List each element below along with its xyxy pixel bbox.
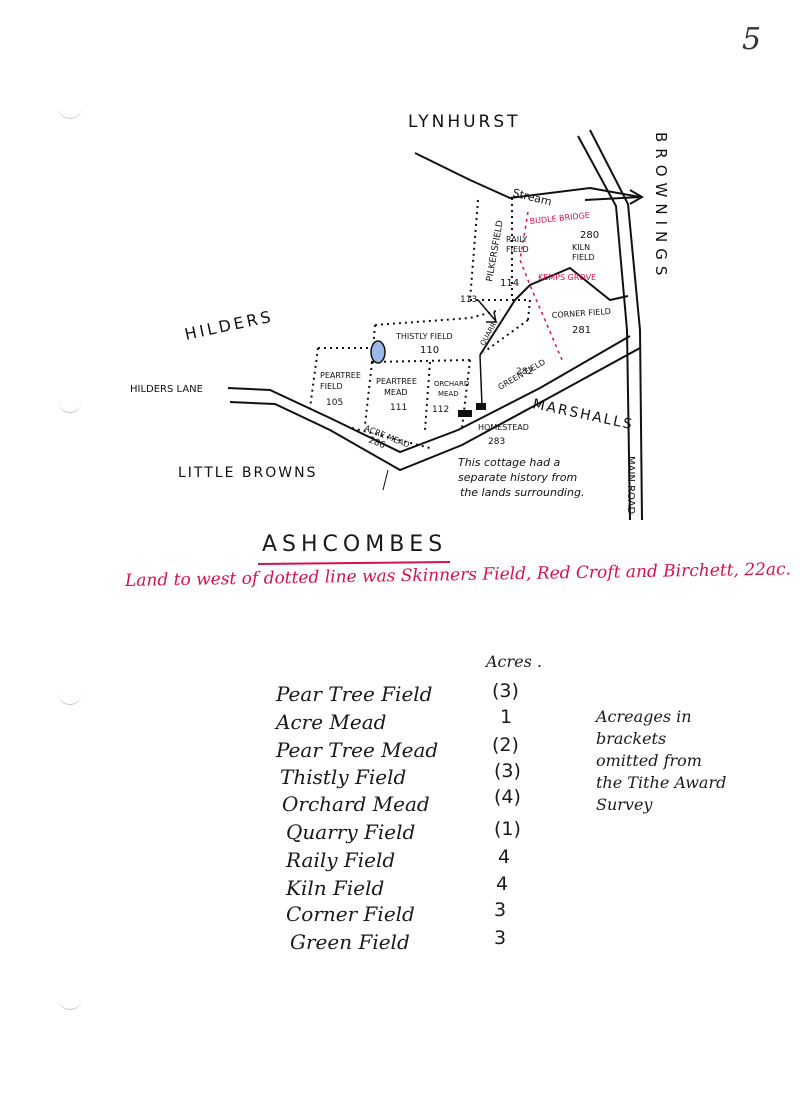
acreage-row-name: Thistly Field bbox=[280, 765, 407, 789]
punch-hole-lower bbox=[58, 690, 82, 705]
estate-boundary-solid bbox=[479, 266, 629, 356]
label-brownings: BROWNINGS bbox=[652, 132, 670, 281]
stream-line bbox=[414, 152, 641, 200]
arrow-to-brownings bbox=[584, 189, 644, 205]
punch-hole-bottom bbox=[58, 995, 82, 1010]
red-dotted-line bbox=[519, 211, 563, 361]
field-corner-plot: 281 bbox=[572, 325, 591, 336]
acreage-row-value: (4) bbox=[494, 786, 521, 808]
field-thistly-name: THISTLY FIELD bbox=[395, 332, 453, 341]
field-pilkersfield-name: PILKERSFIELD bbox=[485, 220, 506, 283]
field-orchard-mead-name-2: MEAD bbox=[438, 390, 459, 398]
acreage-row-value: 3 bbox=[494, 927, 507, 949]
label-little-browns: LITTLE BROWNS bbox=[178, 465, 317, 481]
side-note-line: Acreages in bbox=[596, 707, 692, 726]
acreage-row-name: Raily Field bbox=[286, 848, 396, 872]
field-kiln-name-2: FIELD bbox=[572, 253, 595, 262]
field-peartree-mead-name-2: MEAD bbox=[384, 388, 408, 397]
acreage-row-value: 1 bbox=[500, 706, 513, 728]
acreage-row-value: (2) bbox=[492, 734, 519, 756]
main-road-west-edge bbox=[577, 135, 631, 521]
field-homestead-plot: 283 bbox=[488, 437, 505, 447]
boundary-tick bbox=[382, 469, 389, 491]
field-peartree-field-name-1: PEARTREE bbox=[320, 371, 361, 380]
acreage-row-name: Quarry Field bbox=[286, 820, 416, 844]
field-peartree-mead-plot: 111 bbox=[390, 403, 407, 413]
acreage-row-name: Pear Tree Mead bbox=[276, 738, 439, 762]
label-main-road: MAIN ROAD bbox=[625, 456, 636, 515]
label-hilders: HILDERS bbox=[183, 307, 275, 344]
cottage-note-line-3: the lands surrounding. bbox=[460, 486, 584, 499]
field-corner-name: CORNER FIELD bbox=[552, 307, 612, 320]
acreage-row-name: Kiln Field bbox=[286, 876, 385, 900]
acreage-row-value: 4 bbox=[498, 846, 511, 868]
acreage-row-name: Corner Field bbox=[286, 902, 415, 926]
punch-hole-top bbox=[58, 104, 82, 119]
side-note-line: brackets bbox=[596, 729, 667, 748]
side-note-line: the Tithe Award bbox=[596, 773, 727, 792]
acreage-row-value: 3 bbox=[494, 899, 507, 921]
field-thistly-plot: 110 bbox=[420, 345, 439, 356]
field-raily-name-1: RAILY bbox=[506, 235, 527, 244]
boundary-south-solid bbox=[479, 354, 483, 407]
outbuilding-icon bbox=[476, 403, 486, 410]
field-kiln-plot: 280 bbox=[580, 230, 599, 241]
field-green-plot: 282 bbox=[516, 367, 533, 377]
acreage-row-name: Orchard Mead bbox=[282, 792, 430, 816]
acreage-row-name: Pear Tree Field bbox=[276, 682, 433, 706]
label-budle-bridge: BUDLE BRIDGE bbox=[529, 211, 590, 226]
label-hilders-lane: HILDERS LANE bbox=[130, 384, 203, 395]
label-marshalls: MARSHALLS bbox=[531, 396, 635, 433]
field-peartree-mead-name-1: PEARTREE bbox=[376, 377, 417, 386]
acreage-row-name: Acre Mead bbox=[276, 710, 387, 734]
page-number: 5 bbox=[742, 22, 762, 57]
title-underline bbox=[257, 560, 451, 566]
cottage-building-icon bbox=[458, 410, 472, 417]
hilders-lane-north-edge bbox=[227, 335, 631, 454]
arrow-to-quarry bbox=[477, 299, 497, 323]
field-orchard-mead-name-1: ORCHARD bbox=[434, 380, 469, 388]
punch-hole-upper bbox=[58, 398, 82, 413]
field-peartree-field-name-2: FIELD bbox=[320, 382, 343, 391]
hilders-lane-south-edge bbox=[229, 347, 641, 472]
side-note-line: Survey bbox=[596, 795, 653, 814]
acreage-row-value: (3) bbox=[492, 680, 519, 702]
main-road-east-edge bbox=[589, 129, 643, 521]
acreage-row-value: (3) bbox=[494, 760, 521, 782]
cottage-note-line-1: This cottage had a bbox=[458, 456, 561, 469]
label-lynhurst: LYNHURST bbox=[408, 112, 521, 132]
field-raily-plot: 114 bbox=[500, 278, 519, 289]
acres-column-header: Acres . bbox=[486, 652, 543, 671]
label-kemps-grove: KEMPS GROVE bbox=[538, 273, 596, 282]
field-orchard-mead-plot: 112 bbox=[432, 405, 449, 415]
field-peartree-field-plot: 105 bbox=[326, 398, 343, 408]
acreage-row-value: (1) bbox=[494, 818, 521, 840]
estate-map: LYNHURST BROWNINGS HILDERS LITTLE BROWNS… bbox=[130, 112, 670, 521]
field-kiln-name-1: KILN bbox=[572, 243, 590, 252]
field-raily-name-2: FIELD bbox=[506, 245, 529, 254]
side-note-line: omitted from bbox=[596, 751, 702, 770]
red-dotted-line-note: Land to west of dotted line was Skinners… bbox=[124, 559, 792, 591]
label-stream: Stream bbox=[511, 186, 553, 208]
pond-icon bbox=[370, 340, 386, 364]
field-homestead-name: HOMESTEAD bbox=[478, 423, 529, 432]
acreage-row-name: Green Field bbox=[290, 930, 410, 954]
page-title: ASHCOMBES bbox=[262, 532, 448, 557]
field-pilkersfield-plot: 113 bbox=[460, 295, 477, 305]
brackets-side-note: Acreages in brackets omitted from the Ti… bbox=[596, 706, 746, 816]
cottage-note-line-2: separate history from bbox=[458, 471, 577, 484]
acreage-row-value: 4 bbox=[496, 873, 509, 895]
